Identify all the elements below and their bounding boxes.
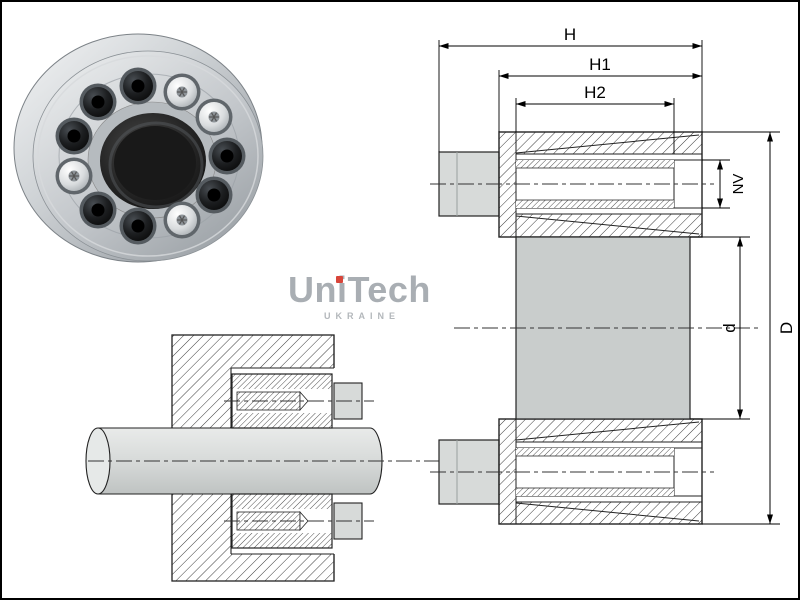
torx-screw-bright bbox=[163, 201, 201, 239]
assembly-cross-section bbox=[85, 334, 450, 582]
dimension-drawing: H H1 H2 NV bbox=[430, 25, 796, 525]
torx-screw-bright bbox=[163, 73, 201, 111]
dim-label-H: H bbox=[564, 25, 576, 44]
dim-label-H2: H2 bbox=[584, 83, 606, 102]
watermark-title: UniTech bbox=[288, 269, 431, 310]
dimension-H1: H1 bbox=[498, 55, 702, 132]
dimension-H2: H2 bbox=[515, 83, 675, 154]
watermark-red-dot bbox=[336, 276, 343, 283]
watermark-title-row: UniTech bbox=[288, 272, 431, 308]
dim-label-d: d bbox=[720, 323, 739, 332]
dim-label-NV: NV bbox=[730, 174, 747, 195]
dimension-H: H bbox=[438, 25, 703, 152]
watermark-subtitle: UKRAINE bbox=[324, 311, 401, 321]
dimension-NV: NV bbox=[702, 159, 747, 209]
watermark-logo: UniTech UKRAINE bbox=[288, 272, 431, 322]
locking-element-bottom bbox=[224, 493, 374, 549]
socket-screw-dark bbox=[79, 191, 117, 229]
dimension-D: D bbox=[702, 131, 796, 525]
dim-label-H1: H1 bbox=[589, 55, 611, 74]
socket-screw-dark bbox=[208, 137, 246, 175]
locking-element-top bbox=[224, 373, 374, 429]
socket-screw-dark bbox=[195, 176, 233, 214]
torx-screw-bright bbox=[195, 98, 233, 136]
product-photo bbox=[13, 33, 264, 263]
torx-screw-bright bbox=[55, 157, 93, 195]
dimension-d: d bbox=[690, 236, 750, 420]
socket-screw-dark bbox=[119, 207, 157, 245]
dim-label-D: D bbox=[777, 322, 796, 334]
socket-screw-dark bbox=[79, 83, 117, 121]
socket-screw-dark bbox=[55, 117, 93, 155]
socket-screw-dark bbox=[119, 67, 157, 105]
